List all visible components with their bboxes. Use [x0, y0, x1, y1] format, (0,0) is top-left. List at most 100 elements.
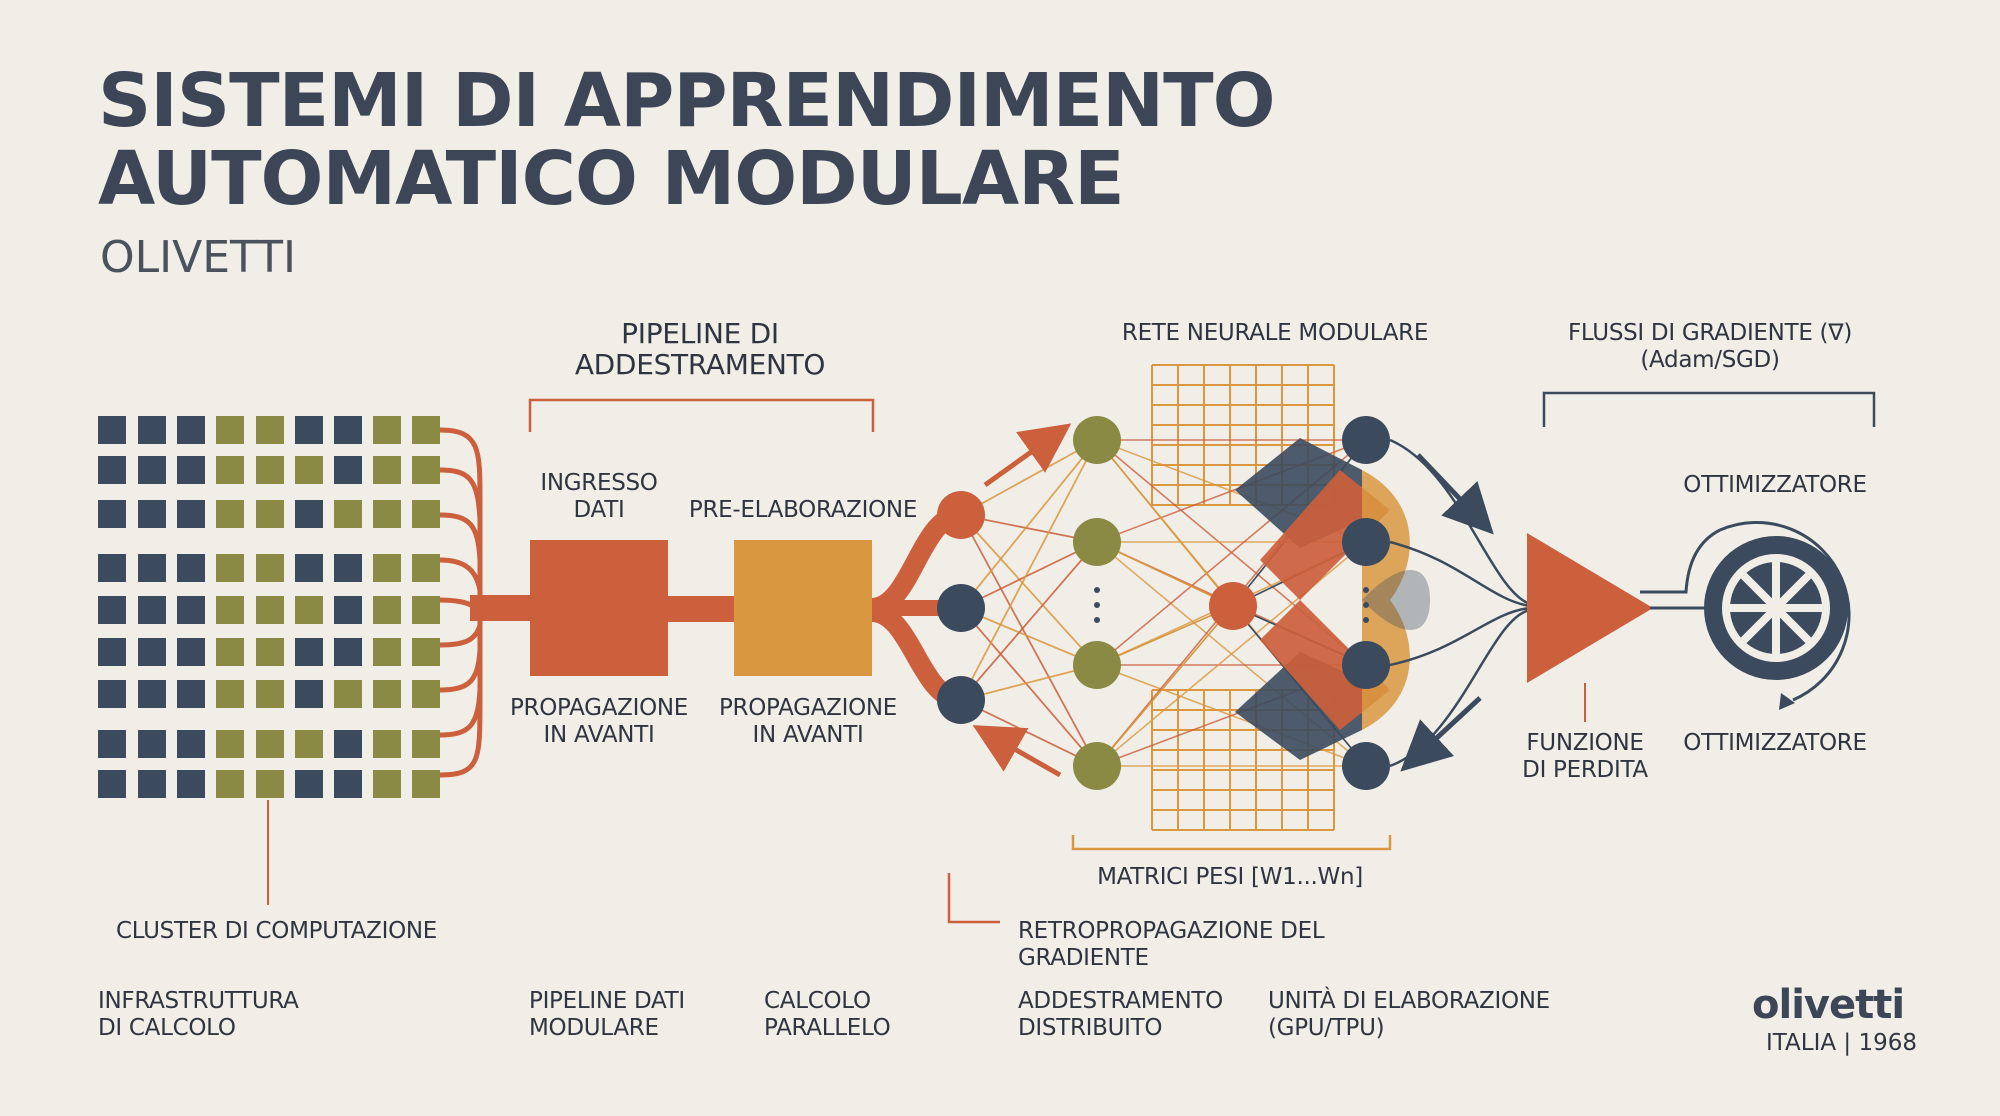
cluster-unit [373, 500, 401, 528]
cluster-unit [98, 730, 126, 758]
cluster-unit [412, 596, 440, 624]
cluster-unit [177, 596, 205, 624]
cluster-unit [98, 770, 126, 798]
footer-item-addestramento: ADDESTRAMENTO DISTRIBUITO [1018, 988, 1223, 1041]
compute-cluster-grid [98, 416, 440, 798]
cluster-unit [373, 554, 401, 582]
pre-elaborazione-label: PRE-ELABORAZIONE [688, 497, 918, 523]
cluster-unit [177, 680, 205, 708]
cluster-unit [138, 500, 166, 528]
backprop-bracket [947, 873, 1000, 924]
cluster-unit [295, 596, 323, 624]
cluster-unit [177, 500, 205, 528]
backward-arrow-bottom [972, 725, 1062, 778]
cluster-unit [138, 554, 166, 582]
cluster-unit [373, 770, 401, 798]
hidden-layer-1 [1073, 416, 1121, 790]
title-line-1: SISTEMI DI APPRENDIMENTO [98, 58, 1275, 144]
footer-item-unita: UNITÀ DI ELABORAZIONE (GPU/TPU) [1268, 988, 1550, 1041]
cluster-unit [373, 596, 401, 624]
cluster-unit [412, 500, 440, 528]
cluster-unit [256, 554, 284, 582]
optimizer-link [1640, 528, 1721, 594]
matrici-pesi-label: MATRICI PESI [W1...Wn] [1097, 864, 1363, 890]
cluster-unit [216, 770, 244, 798]
cluster-unit [138, 638, 166, 666]
cluster-unit [256, 730, 284, 758]
cluster-unit [216, 730, 244, 758]
cluster-label: CLUSTER DI COMPUTAZIONE [116, 918, 438, 944]
matrices-bracket [1071, 835, 1392, 851]
loss-function-triangle [1527, 533, 1653, 683]
cluster-unit [334, 500, 362, 528]
cluster-unit [98, 596, 126, 624]
cluster-unit [98, 638, 126, 666]
cluster-unit [216, 596, 244, 624]
optimizer-wheel [1704, 521, 1851, 710]
ingresso-dati-label: INGRESSO DATI [540, 470, 658, 523]
cluster-unit [334, 554, 362, 582]
geometric-overlay [1235, 438, 1430, 760]
cluster-unit [412, 416, 440, 444]
cluster-unit [256, 416, 284, 444]
page-title: SISTEMI DI APPRENDIMENTO AUTOMATICO MODU… [98, 62, 1275, 218]
cluster-unit [177, 554, 205, 582]
cluster-unit [412, 638, 440, 666]
cluster-unit [295, 770, 323, 798]
ottimizzatore-bottom-label: OTTIMIZZATORE [1683, 730, 1867, 756]
cluster-unit [334, 596, 362, 624]
cluster-unit [334, 730, 362, 758]
cluster-unit [295, 680, 323, 708]
weight-matrix-bottom [1151, 689, 1335, 831]
cluster-unit [256, 638, 284, 666]
cluster-unit [256, 500, 284, 528]
flussi-gradiente-label: FLUSSI DI GRADIENTE (∇) (Adam/SGD) [1568, 320, 1852, 373]
cluster-bus [439, 427, 483, 778]
output-layer [1342, 416, 1390, 790]
cluster-unit [216, 554, 244, 582]
cluster-unit [373, 638, 401, 666]
input-layer [937, 491, 985, 724]
cluster-unit [295, 500, 323, 528]
cluster-unit [138, 596, 166, 624]
cluster-unit [334, 416, 362, 444]
gradient-arrow-bottom [1400, 696, 1482, 772]
cluster-unit [98, 416, 126, 444]
pre-elaborazione-block [734, 540, 872, 676]
cluster-unit [295, 554, 323, 582]
hidden-center-node [1209, 582, 1257, 630]
cluster-unit [177, 638, 205, 666]
cluster-unit [256, 456, 284, 484]
cluster-unit [334, 770, 362, 798]
page-subtitle: OLIVETTI [100, 232, 296, 283]
cluster-unit [334, 680, 362, 708]
cluster-unit [373, 680, 401, 708]
cluster-unit [98, 680, 126, 708]
loss-funnel [1389, 438, 1531, 768]
cluster-unit [256, 596, 284, 624]
cluster-unit [373, 416, 401, 444]
cluster-unit [216, 416, 244, 444]
cluster-unit [98, 500, 126, 528]
cluster-unit [256, 680, 284, 708]
cluster-unit [412, 730, 440, 758]
footer-item-pipeline: PIPELINE DATI MODULARE [529, 988, 685, 1041]
forward-arrow-top [983, 423, 1072, 488]
retropropagazione-label: RETROPROPAGAZIONE DEL GRADIENTE [1018, 918, 1325, 971]
cluster-unit [98, 554, 126, 582]
cluster-unit [216, 680, 244, 708]
funzione-perdita-label: FUNZIONE DI PERDITA [1522, 730, 1648, 783]
propagazione-label-1: PROPAGAZIONE IN AVANTI [509, 695, 689, 748]
rete-neurale-label: RETE NEURALE MODULARE [1121, 320, 1429, 346]
cluster-unit [216, 456, 244, 484]
cluster-unit [334, 456, 362, 484]
cluster-unit [295, 416, 323, 444]
cluster-unit [295, 638, 323, 666]
footer-item-calcolo: CALCOLO PARALLELO [764, 988, 891, 1041]
cluster-unit [216, 638, 244, 666]
pipeline-title-label: PIPELINE DI ADDESTRAMENTO [574, 317, 826, 381]
cluster-unit [177, 770, 205, 798]
cluster-unit [138, 456, 166, 484]
title-line-2: AUTOMATICO MODULARE [98, 136, 1125, 222]
